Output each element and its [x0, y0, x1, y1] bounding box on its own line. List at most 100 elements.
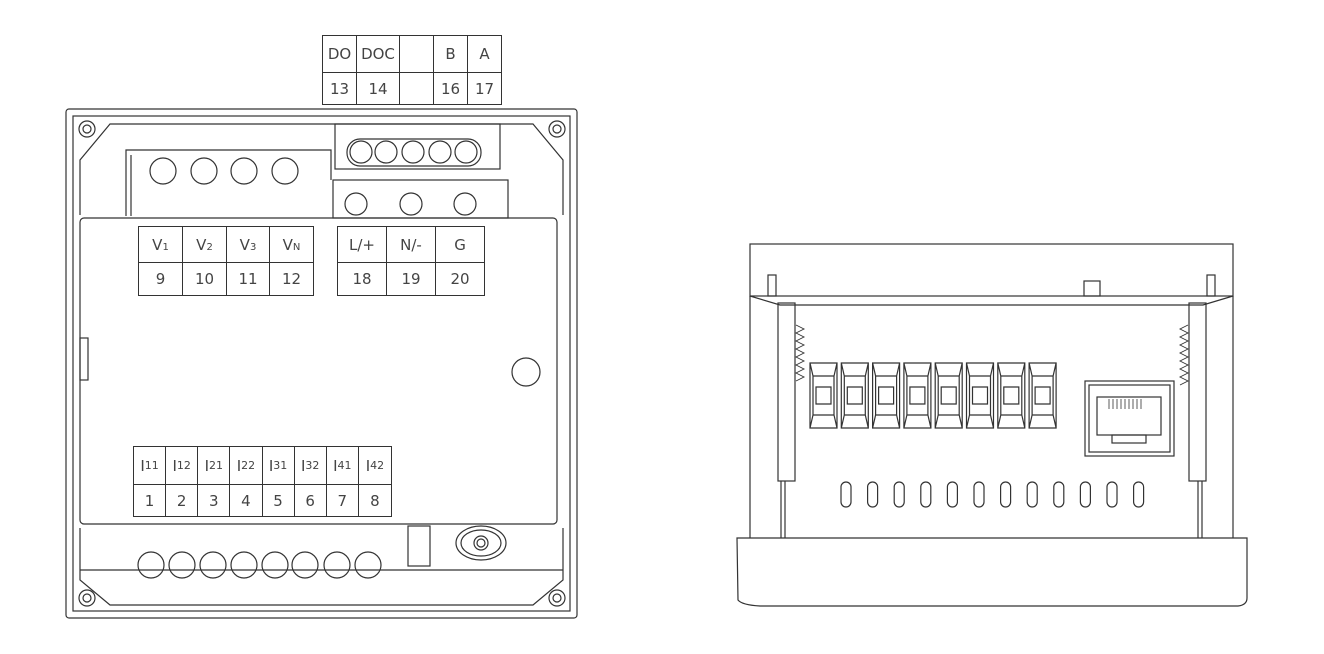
bottom-housing: [79, 528, 564, 606]
right-clip-teeth: [1178, 324, 1190, 386]
terminal-name: L/+: [349, 235, 375, 254]
voltage-screw-icons: [149, 157, 299, 185]
power-terminal-housing: [332, 179, 509, 219]
comm-terminal-housing: [334, 123, 501, 170]
side-terminal: [965, 362, 995, 429]
terminal-number: 7: [327, 485, 359, 516]
power-block-label: G: [436, 227, 484, 263]
voltage-terminal-housing: [125, 149, 332, 216]
terminal-number: [400, 73, 434, 104]
terminal-number: 14: [357, 73, 400, 104]
terminal-subscript: 11: [144, 459, 159, 472]
terminal-name: V: [239, 235, 250, 254]
terminal-number: 9: [139, 263, 183, 295]
terminal-subscript: 32: [305, 459, 320, 472]
mounting-hole: [511, 357, 541, 387]
inner-frame: [72, 115, 571, 612]
terminal-number: 19: [387, 263, 436, 295]
side-terminals: [809, 362, 1057, 429]
power-block-label: N/-: [387, 227, 436, 263]
left-rail: [777, 302, 796, 482]
terminal-subscript: 12: [176, 459, 191, 472]
side-terminal: [903, 362, 932, 429]
vent-slot: [1132, 481, 1145, 508]
terminal-name: I: [333, 456, 338, 475]
terminal-number: 12: [281, 270, 302, 288]
terminal-subscript: 31: [273, 459, 288, 472]
terminal-name: I: [204, 456, 210, 475]
side-view: [736, 243, 1248, 607]
terminal-name: DOC: [361, 45, 395, 63]
vent-slot: [1079, 481, 1092, 508]
power-screw-icons: [344, 192, 477, 216]
terminal-name: N/-: [400, 235, 422, 254]
terminal-subscript: 1: [162, 242, 169, 253]
comm-screw-icons: [349, 140, 478, 164]
vent-slot: [999, 481, 1012, 508]
vent-slot: [1026, 481, 1038, 508]
terminal-name: G: [454, 235, 466, 254]
vent-slot: [920, 481, 932, 508]
rj45-port-icon: [1084, 380, 1175, 457]
terminal-subscript: 21: [209, 459, 224, 472]
corner-screw-icons: [78, 120, 566, 607]
power-block-label: L/+: [338, 227, 387, 263]
vent-slots: [840, 481, 1145, 508]
terminal-number: 1: [134, 485, 167, 516]
terminal-name: I: [268, 456, 274, 475]
terminal-number: 20: [450, 270, 470, 288]
vent-slot: [893, 481, 905, 508]
terminal-number: 2: [166, 485, 199, 516]
terminal-number: 16: [434, 73, 468, 104]
left-clip-teeth: [794, 324, 806, 382]
terminal-number: 10: [183, 263, 227, 295]
side-terminal: [872, 362, 901, 429]
terminal-subscript: 2: [206, 242, 213, 253]
top-terminal_block-label: B: [434, 36, 468, 73]
terminal-number: 3: [198, 485, 231, 516]
terminal-number: 11: [227, 263, 270, 295]
terminal-name: V: [196, 235, 207, 254]
terminal-subscript: 42: [370, 459, 385, 472]
outer-frame: [65, 108, 578, 619]
seal-screw-icon: [455, 525, 507, 561]
top-terminal_block-label: DOC: [357, 36, 400, 73]
terminal-number: 6: [295, 485, 327, 516]
side-terminal: [809, 362, 838, 429]
terminal-name: V: [282, 235, 293, 254]
terminal-name: B: [445, 45, 456, 63]
terminal-subscript: 22: [241, 459, 256, 472]
vent-slot: [866, 481, 879, 508]
terminal-name: I: [140, 456, 145, 475]
terminal-number: 4: [230, 485, 263, 516]
terminal-name: I: [236, 456, 242, 475]
side-terminal: [1028, 362, 1057, 429]
right-rail: [1188, 302, 1207, 482]
terminal-name: I: [365, 456, 371, 475]
terminal-subscript: 41: [337, 459, 352, 472]
terminal-name: V: [152, 235, 163, 254]
rear-view: [65, 108, 578, 619]
side-terminal: [997, 362, 1026, 429]
front-bezel: [736, 537, 1248, 607]
terminal-subscript: N: [292, 242, 301, 253]
vent-slot: [1053, 481, 1065, 508]
current-screw-icons: [137, 551, 382, 579]
top-terminal_block-label: A: [468, 36, 501, 73]
terminal-number: 5: [263, 485, 295, 516]
terminal-number: 17: [474, 79, 495, 98]
